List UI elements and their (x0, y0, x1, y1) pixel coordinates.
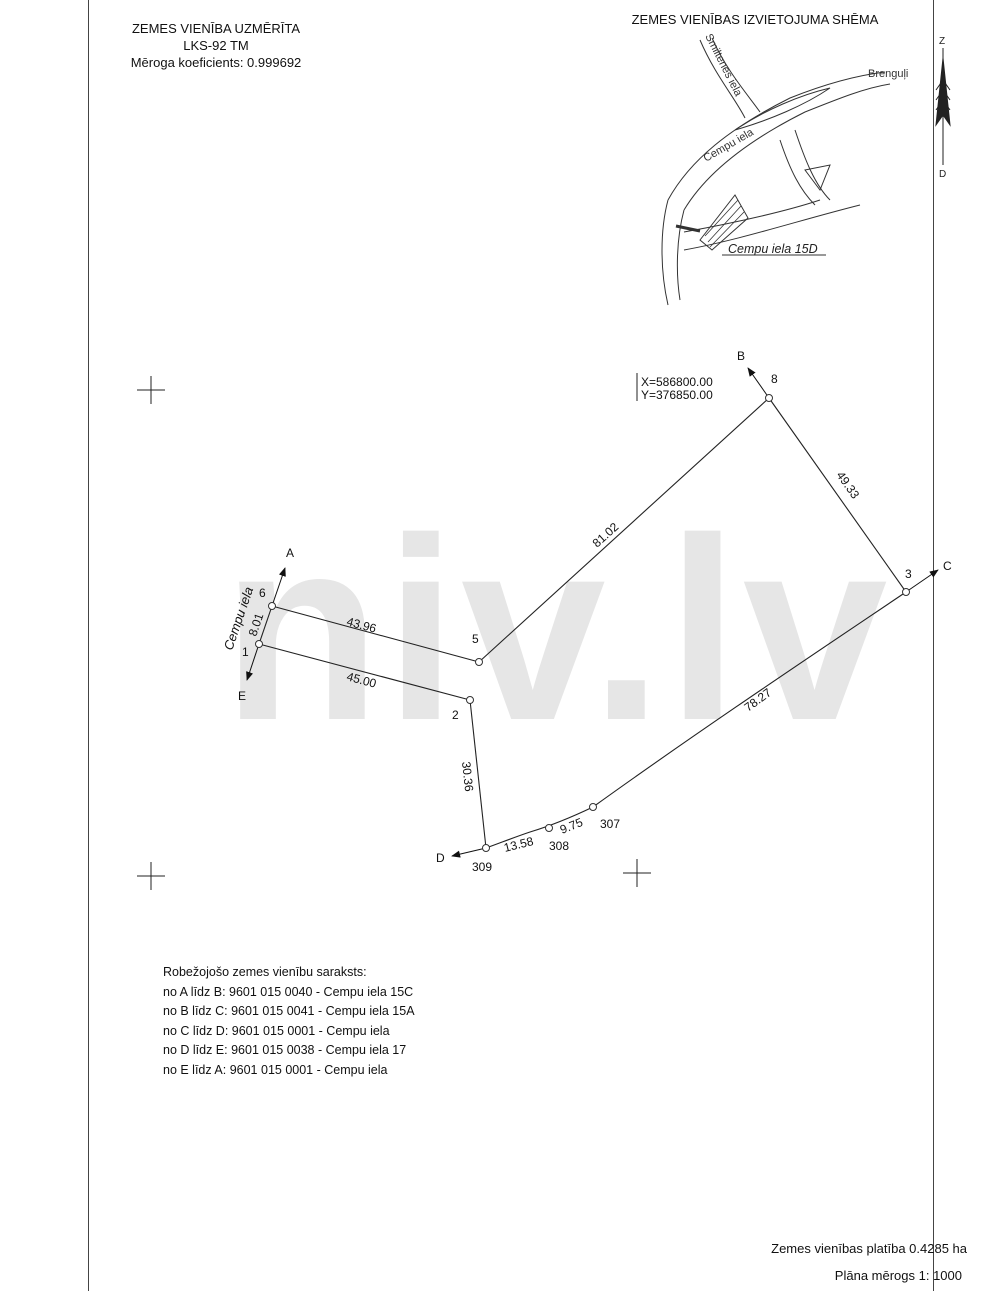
smiltenes-road-edge-1 (699, 39, 746, 119)
arrow-b-icon (747, 367, 770, 399)
point-label-1: 1 (242, 645, 249, 659)
point-markers (255, 394, 910, 852)
point-label-5: 5 (472, 632, 479, 646)
distance-8-3: 49.33 (834, 469, 863, 502)
point-marker-309 (482, 844, 490, 852)
right-margin-line (933, 0, 934, 1291)
arrow-e-icon (246, 643, 260, 681)
distance-309-308: 13.58 (502, 834, 535, 855)
point-marker-1 (255, 640, 263, 648)
grid-cross (623, 859, 651, 887)
distance-labels: 8.01 43.96 45.00 81.02 49.33 78.27 30.36… (246, 469, 863, 855)
direction-label-b: B (737, 349, 745, 363)
direction-labels: A B C D E (238, 349, 952, 865)
point-label-309: 309 (472, 860, 492, 874)
north-label: Z (939, 36, 945, 47)
point-labels: 6 1 5 2 8 3 307 308 309 (242, 372, 912, 874)
edge-307-309 (485, 806, 594, 849)
west-road-edge-1 (661, 199, 669, 306)
grid-cross (137, 376, 165, 404)
side-triangle (804, 164, 831, 192)
arrow-c-icon (905, 569, 939, 593)
grid-cross (137, 862, 165, 890)
lower-road-1 (683, 204, 861, 251)
edge-1-6 (258, 605, 273, 645)
neighbour-item: no E līdz A: 9601 015 0001 - Cempu iela (163, 1062, 388, 1077)
direction-label-d: D (436, 851, 445, 865)
parcel-boundary (258, 397, 907, 849)
parcel-label: Cempu iela 15D (728, 242, 818, 256)
direction-label-e: E (238, 689, 246, 703)
point-marker-5 (475, 658, 483, 666)
arrow-a-icon (271, 567, 286, 607)
distance-6-1: 8.01 (246, 611, 267, 638)
smiltenes-road-edge-2 (711, 37, 761, 113)
north-arrow-icon (935, 48, 951, 165)
edge-6-5 (271, 605, 480, 663)
side-road-2 (794, 129, 831, 201)
coordinate-system: LKS-92 TM (183, 38, 249, 53)
point-marker-6 (268, 602, 276, 610)
neighbour-list: Robežojošo zemes vienību saraksts: no A … (163, 963, 415, 1080)
neighbour-item: no C līdz D: 9601 015 0001 - Cempu iela (163, 1023, 390, 1038)
lower-road-2 (683, 199, 821, 233)
coordinate-y: Y=376850.00 (641, 388, 713, 402)
neighbour-item: no B līdz C: 9601 015 0041 - Cempu iela … (163, 1004, 415, 1018)
location-scheme-title: ZEMES VIENĪBAS IZVIETOJUMA SHĒMA (631, 12, 879, 27)
point-marker-8 (765, 394, 773, 402)
point-marker-2 (466, 696, 474, 704)
side-road-1 (779, 139, 816, 206)
brenguli-label: Brenguļi (868, 68, 908, 80)
point-label-2: 2 (452, 708, 459, 722)
distance-3-307: 78.27 (742, 685, 775, 714)
left-margin-line (88, 0, 89, 1291)
coordinate-x: X=586800.00 (641, 375, 713, 389)
point-marker-3 (902, 588, 910, 596)
scale-coefficient: Mēroga koeficients: 0.999692 (130, 55, 302, 70)
distance-6-5: 43.96 (345, 614, 378, 635)
distance-1-2: 45.00 (345, 669, 378, 690)
parcel-area: Zemes vienības platība 0.4285 ha (771, 1241, 967, 1256)
distance-308-307: 9.75 (558, 815, 585, 837)
watermark: niv.lv (222, 485, 892, 775)
smiltenes-road-label: Smiltenes iela (702, 32, 744, 99)
point-label-307: 307 (600, 817, 620, 831)
grid-crosses (137, 373, 651, 890)
cempu-road-edge-2 (683, 83, 891, 211)
parcel-outline (699, 194, 749, 251)
edge-5-8 (478, 397, 770, 663)
plan-scale: Plāna mērogs 1: 1000 (834, 1268, 962, 1283)
edge-3-307 (592, 591, 907, 808)
point-label-3: 3 (905, 567, 912, 581)
direction-label-a: A (286, 546, 294, 560)
neighbour-item: no A līdz B: 9601 015 0040 - Cempu iela … (163, 984, 414, 999)
direction-label-c: C (943, 559, 952, 573)
cempu-road-edge-1 (667, 71, 886, 201)
neighbour-item: no D līdz E: 9601 015 0038 - Cempu iela … (163, 1043, 407, 1057)
south-label: D (939, 169, 946, 180)
point-marker-307 (589, 803, 597, 811)
edge-2-1 (258, 643, 471, 701)
direction-arrows (246, 367, 939, 858)
edge-309-2 (469, 699, 487, 849)
survey-header: ZEMES VIENĪBA UZMĒRĪTA LKS-92 TM Mēroga … (100, 20, 332, 71)
location-map (661, 37, 891, 306)
west-road-edge-2 (676, 209, 685, 301)
neighbour-list-title: Robežojošo zemes vienību saraksts: (163, 965, 367, 979)
distance-5-8: 81.02 (590, 520, 622, 551)
point-marker-308 (545, 824, 553, 832)
edge-8-3 (768, 397, 907, 593)
access-strip (675, 224, 701, 233)
distance-2-309: 30.36 (459, 761, 476, 793)
point-label-8: 8 (771, 372, 778, 386)
survey-title: ZEMES VIENĪBA UZMĒRĪTA (131, 21, 301, 36)
point-label-6: 6 (259, 586, 266, 600)
road-island (734, 87, 831, 131)
point-label-308: 308 (549, 839, 569, 853)
arrow-d-icon (451, 847, 487, 858)
